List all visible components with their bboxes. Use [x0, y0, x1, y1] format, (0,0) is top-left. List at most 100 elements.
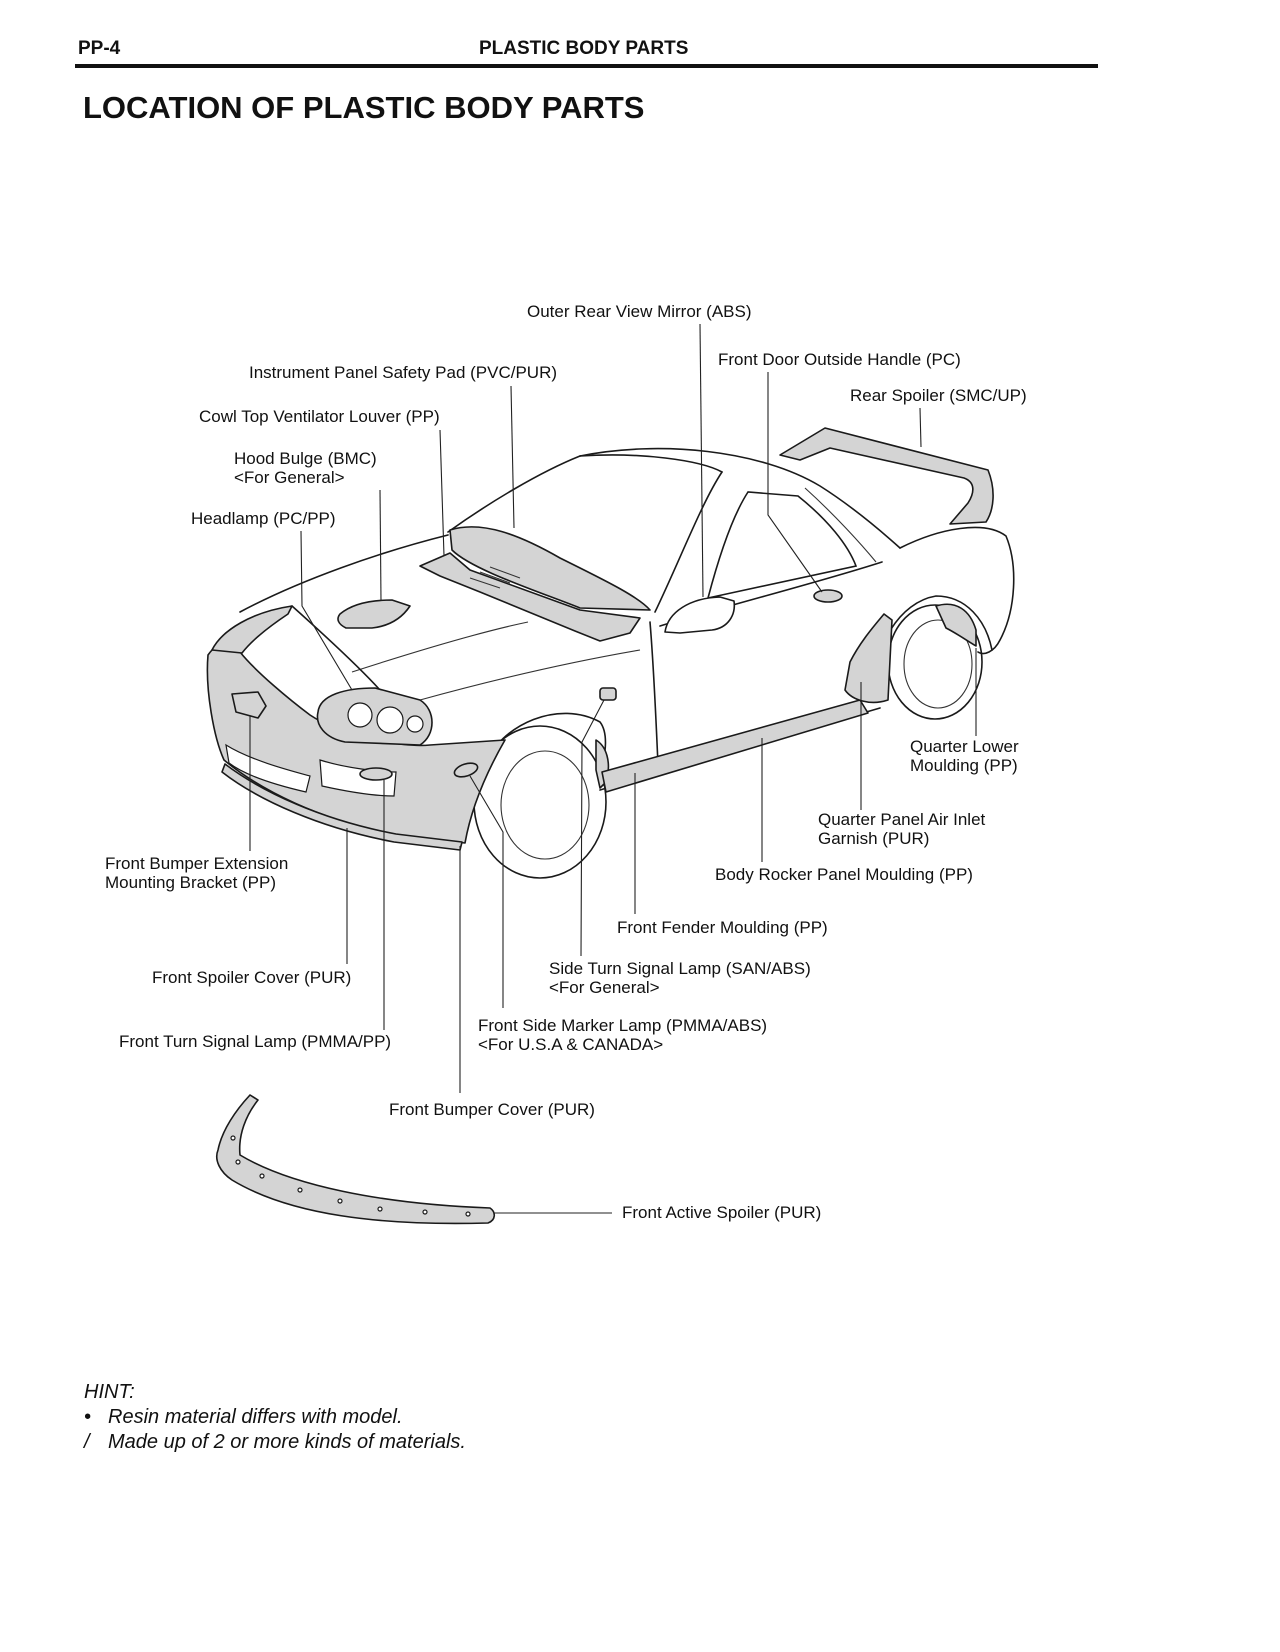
label-quarter-lower-moulding: Quarter Lower Moulding (PP) — [910, 737, 1019, 775]
leader-front-door-outside-handle — [767, 372, 823, 593]
spoiler-hole — [297, 1187, 303, 1193]
front-bumper-extension — [211, 605, 293, 654]
rear-spoiler — [779, 427, 994, 525]
rear-deck — [899, 526, 1015, 655]
headlamp-lens-3 — [406, 715, 424, 733]
leader-outer-rear-view-mirror — [699, 323, 704, 598]
label-line: Front Turn Signal Lamp (PMMA/PP) — [119, 1032, 392, 1051]
leader-headlamp — [300, 530, 353, 691]
headlamp-lens-1 — [347, 702, 373, 728]
label-line: <For U.S.A & CANADA> — [478, 1035, 664, 1054]
hood-bulge — [337, 599, 411, 629]
rear-window-line — [804, 487, 877, 563]
label-line: Quarter Panel Air Inlet — [818, 810, 986, 829]
label-line: Front Fender Moulding (PP) — [617, 918, 828, 937]
label-line: Mounting Bracket (PP) — [105, 873, 277, 892]
louver-slot-lines — [469, 566, 521, 589]
front-bumper-extension-mounting-bracket — [231, 691, 267, 719]
bumper-right-opening — [319, 759, 397, 797]
a-pillar-right — [654, 471, 723, 613]
label-line: Front Bumper Extension — [105, 854, 289, 873]
hint-item-text: Resin material differs with model. — [108, 1406, 403, 1428]
label-line: Side Turn Signal Lamp (SAN/ABS) — [549, 959, 811, 978]
label-front-spoiler-cover: Front Spoiler Cover (PUR) — [152, 968, 351, 987]
front-spoiler-cover — [221, 763, 463, 851]
door-seam — [649, 621, 659, 766]
spoiler-hole — [230, 1135, 236, 1141]
rear-wheel-arch — [871, 595, 993, 703]
header-rule — [75, 64, 1098, 68]
hint-heading: HINT: — [84, 1381, 135, 1403]
car-body-outline — [239, 447, 1015, 791]
label-line: Body Rocker Panel Moulding (PP) — [715, 865, 973, 884]
front-wheel — [473, 725, 607, 879]
label-line: Quarter Lower — [910, 737, 1019, 756]
label-line: Instrument Panel Safety Pad (PVC/PUR) — [249, 363, 558, 382]
hint-item-text: Made up of 2 or more kinds of materials. — [108, 1431, 466, 1453]
quarter-lower-moulding — [935, 603, 977, 647]
label-line: Cowl Top Ventilator Louver (PP) — [199, 407, 440, 426]
left-fender-top-line — [239, 534, 449, 613]
label-line: Front Door Outside Handle (PC) — [718, 350, 961, 369]
spoiler-hole — [337, 1198, 343, 1204]
front-fender-moulding — [595, 739, 610, 789]
label-outer-rear-view-mirror: Outer Rear View Mirror (ABS) — [527, 302, 752, 321]
rear-rim — [903, 619, 973, 709]
label-front-door-outside-handle: Front Door Outside Handle (PC) — [718, 350, 961, 369]
a-pillar-left — [447, 455, 581, 533]
spoiler-hole — [422, 1209, 428, 1215]
hint-block: HINT: • Resin material differs with mode… — [84, 1380, 466, 1455]
label-line: Headlamp (PC/PP) — [191, 509, 336, 528]
hood-crease-2 — [419, 649, 641, 701]
hood-front-edge — [291, 605, 381, 691]
page-title: LOCATION OF PLASTIC BODY PARTS — [83, 90, 645, 125]
label-line: Front Active Spoiler (PUR) — [622, 1203, 822, 1222]
rear-tyre — [887, 604, 983, 720]
quarter-panel-air-inlet-garnish — [844, 613, 893, 704]
bullet-marker: • — [84, 1406, 92, 1428]
outer-rear-view-mirror — [664, 596, 736, 634]
label-line: Front Bumper Cover (PUR) — [389, 1100, 595, 1119]
hood-crease-1 — [351, 621, 529, 673]
leader-front-side-marker-lamp — [469, 775, 504, 1008]
cowl-louver-slots — [469, 566, 521, 589]
leader-rear-spoiler — [919, 407, 922, 448]
spoiler-hole — [377, 1206, 383, 1212]
rocker-bottom-line — [599, 707, 881, 791]
label-line: Garnish (PUR) — [818, 829, 930, 848]
front-door-outside-handle — [813, 589, 843, 603]
label-front-turn-signal-lamp: Front Turn Signal Lamp (PMMA/PP) — [119, 1032, 391, 1051]
label-line: Rear Spoiler (SMC/UP) — [850, 386, 1027, 405]
spoiler-hole — [465, 1211, 471, 1217]
front-side-marker-lamp — [453, 762, 479, 778]
front-bumper-cover — [206, 641, 506, 844]
leader-instrument-panel-safety-pad — [510, 385, 515, 529]
instrument-panel-safety-pad — [449, 526, 651, 611]
beltline — [659, 561, 883, 627]
label-line: <For General> — [549, 978, 660, 997]
label-line: Hood Bulge (BMC) — [234, 449, 377, 468]
label-front-bumper-cover: Front Bumper Cover (PUR) — [389, 1100, 595, 1119]
windshield-top — [579, 454, 723, 473]
leader-cowl-top-ventilator-louver — [439, 429, 445, 557]
label-line: Outer Rear View Mirror (ABS) — [527, 302, 752, 321]
bumper-left-opening — [225, 743, 311, 793]
headlamp — [316, 687, 433, 746]
label-hood-bulge: Hood Bulge (BMC) <For General> — [234, 449, 377, 487]
headlamp-housing — [316, 687, 433, 746]
leader-side-turn-signal-lamp — [580, 699, 605, 957]
spoiler-hole — [259, 1173, 265, 1179]
label-front-active-spoiler: Front Active Spoiler (PUR) — [622, 1203, 821, 1222]
label-line: Moulding (PP) — [910, 756, 1018, 775]
front-tyre — [473, 725, 607, 879]
label-line: <For General> — [234, 468, 345, 487]
label-line: Front Side Marker Lamp (PMMA/ABS) — [478, 1016, 768, 1035]
hint-item: / Made up of 2 or more kinds of material… — [84, 1430, 466, 1455]
rear-wheel — [887, 604, 983, 720]
label-headlamp: Headlamp (PC/PP) — [191, 509, 336, 528]
label-cowl-top-ventilator-louver: Cowl Top Ventilator Louver (PP) — [199, 407, 440, 426]
hint-item: • Resin material differs with model. — [84, 1405, 403, 1430]
leader-hood-bulge — [379, 489, 382, 602]
body-rocker-panel-moulding — [601, 699, 869, 793]
headlamp-lens-2 — [376, 706, 404, 734]
